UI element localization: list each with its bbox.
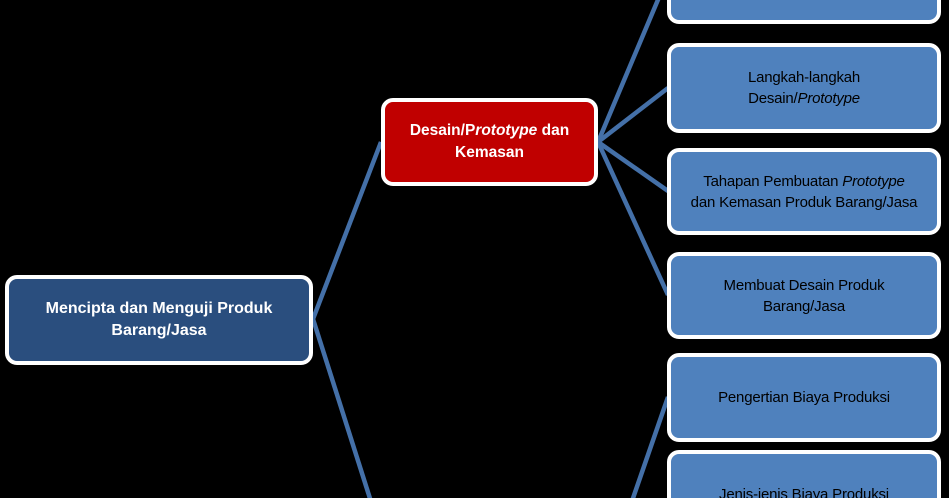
connector-branch-to-leaf-tahapan (596, 140, 670, 193)
node-leaf-tahapan-label: Tahapan Pembuatan Prototype dan Kemasan … (671, 169, 937, 215)
connector-branch-to-leaf-membuat (595, 141, 671, 296)
node-leaf-membuat: Membuat Desain Produk Barang/Jasa (667, 252, 941, 339)
connector-root-to-offscreen-branch (310, 318, 373, 498)
node-leaf-pengertian-label: Pengertian Biaya Produksi (671, 385, 937, 410)
leaf2-line1-pre: Tahapan Pembuatan (703, 172, 843, 190)
connector-branch-to-leaf-langkah (596, 86, 670, 144)
leaf2-line1-italic: Prototype (842, 172, 905, 190)
connector-offscreen-to-leaf-pengertian (630, 396, 671, 498)
node-branch-label: Desain/Prototype dan Kemasan (385, 118, 594, 166)
node-leaf-langkah: Langkah-langkah Desain/Prototype (667, 43, 941, 133)
leaf3-line1: Membuat Desain Produk (723, 276, 885, 294)
branch-line2: Kemasan (455, 144, 524, 161)
leaf4-line1: Pengertian Biaya Produksi (718, 389, 890, 406)
root-line1: Mencipta dan Menguji Produk (45, 300, 273, 317)
leaf5-line1: Jenis-jenis Biaya Produksi (719, 485, 889, 498)
leaf1-line2-italic: Prototype (797, 90, 861, 107)
root-line2: Barang/Jasa (111, 322, 207, 339)
leaf2-line2: dan Kemasan Produk Barang/Jasa (690, 193, 918, 211)
node-leaf-tahapan: Tahapan Pembuatan Prototype dan Kemasan … (667, 148, 941, 235)
node-root: Mencipta dan Menguji Produk Barang/Jasa (5, 275, 313, 365)
branch-line1-italic: rototype (475, 122, 538, 139)
connector-branch-to-leaf-cropped-top (595, 0, 661, 143)
connector-root-to-branch (310, 141, 384, 320)
leaf3-line2: Barang/Jasa (762, 297, 846, 315)
node-leaf-membuat-label: Membuat Desain Produk Barang/Jasa (671, 273, 937, 319)
node-leaf-jenis: Jenis-jenis Biaya Produksi (667, 450, 941, 498)
node-leaf-jenis-label: Jenis-jenis Biaya Produksi (671, 482, 937, 498)
node-leaf-langkah-label: Langkah-langkah Desain/Prototype (671, 65, 937, 111)
node-root-label: Mencipta dan Menguji Produk Barang/Jasa (9, 296, 309, 344)
leaf1-line1: Langkah-langkah (747, 69, 861, 86)
node-leaf-pengertian: Pengertian Biaya Produksi (667, 353, 941, 442)
branch-line1-pre: Desain/P (409, 122, 476, 139)
leaf1-line2-pre: Desain/ (748, 90, 798, 107)
branch-line1-post: dan (537, 122, 570, 139)
node-leaf-cropped-top (667, 0, 941, 24)
node-branch-desain-prototype: Desain/Prototype dan Kemasan (381, 98, 598, 186)
